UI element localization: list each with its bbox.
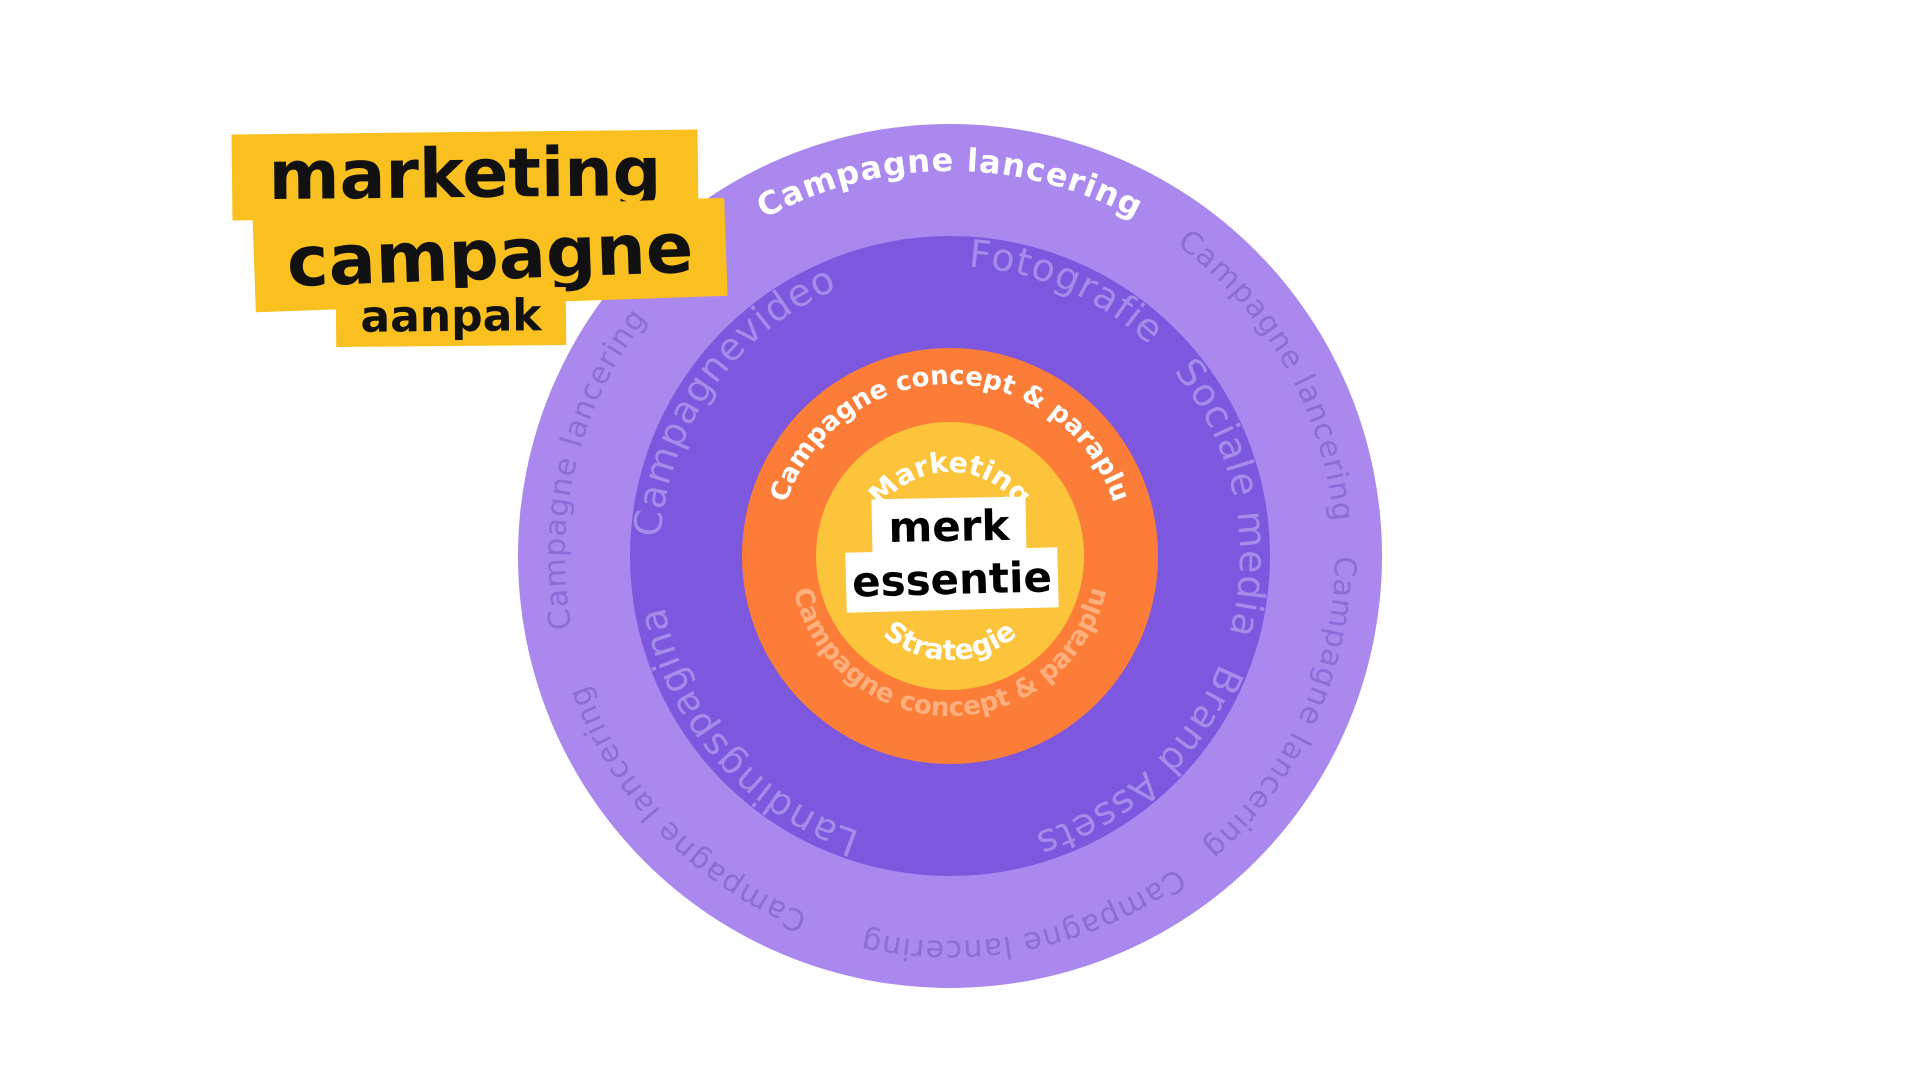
title-line-aanpak: aanpak — [335, 286, 567, 348]
core-label-essentie: essentie — [845, 547, 1059, 613]
